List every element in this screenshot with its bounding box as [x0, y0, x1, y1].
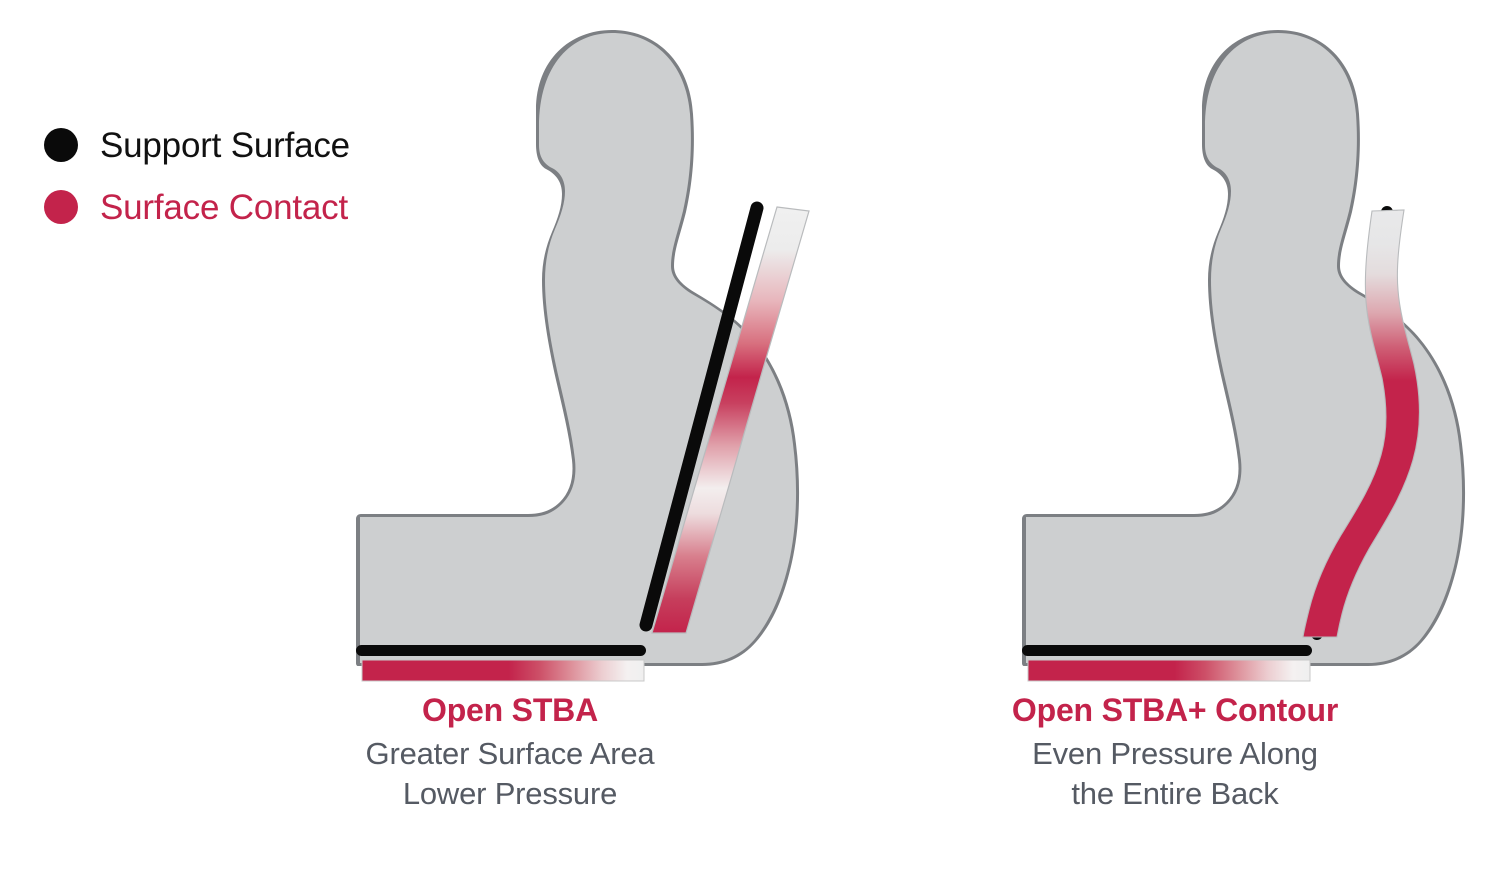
legend-item-support-surface: Support Surface [44, 114, 474, 176]
caption-open-stba: Open STBA Greater Surface Area Lower Pre… [230, 692, 790, 814]
panel-subtitle-line-2: Lower Pressure [402, 776, 618, 812]
support-surface-backrest-line [639, 201, 764, 632]
surface-contact-backrest-strip [1302, 209, 1421, 638]
panel-subtitle-line-1: Even Pressure Along [1032, 735, 1318, 771]
panel-title-open-stba: Open STBA [422, 692, 598, 728]
legend: Support Surface Surface Contact [44, 114, 474, 238]
support-surface-seat-line [1022, 645, 1312, 656]
panel-open-stba-plus-contour-figure [1022, 30, 1466, 682]
surface-contact-seat-bar [1027, 659, 1311, 682]
legend-item-surface-contact: Surface Contact [44, 176, 474, 238]
panel-subtitle-open-stba: Greater Surface Area Lower Pressure [230, 734, 790, 815]
support-surface-seat-line [356, 645, 646, 656]
surface-contact-backrest-strip [651, 206, 810, 634]
legend-label-support-surface: Support Surface [100, 125, 350, 165]
legend-label-surface-contact: Surface Contact [100, 187, 348, 227]
filled-circle-icon [44, 128, 78, 162]
support-surface-backrest-line [1311, 206, 1405, 640]
seated-body-silhouette [1022, 30, 1466, 666]
caption-open-stba-plus-contour: Open STBA+ Contour Even Pressure Along t… [895, 692, 1455, 814]
panel-title-open-stba-plus-contour: Open STBA+ Contour [1011, 692, 1339, 728]
surface-contact-seat-bar [361, 659, 645, 682]
panel-subtitle-line-2: the Entire Back [1071, 776, 1279, 812]
panel-subtitle-line-1: Greater Surface Area [365, 735, 655, 771]
filled-circle-icon [44, 190, 78, 224]
panel-subtitle-open-stba-plus-contour: Even Pressure Along the Entire Back [895, 734, 1455, 815]
